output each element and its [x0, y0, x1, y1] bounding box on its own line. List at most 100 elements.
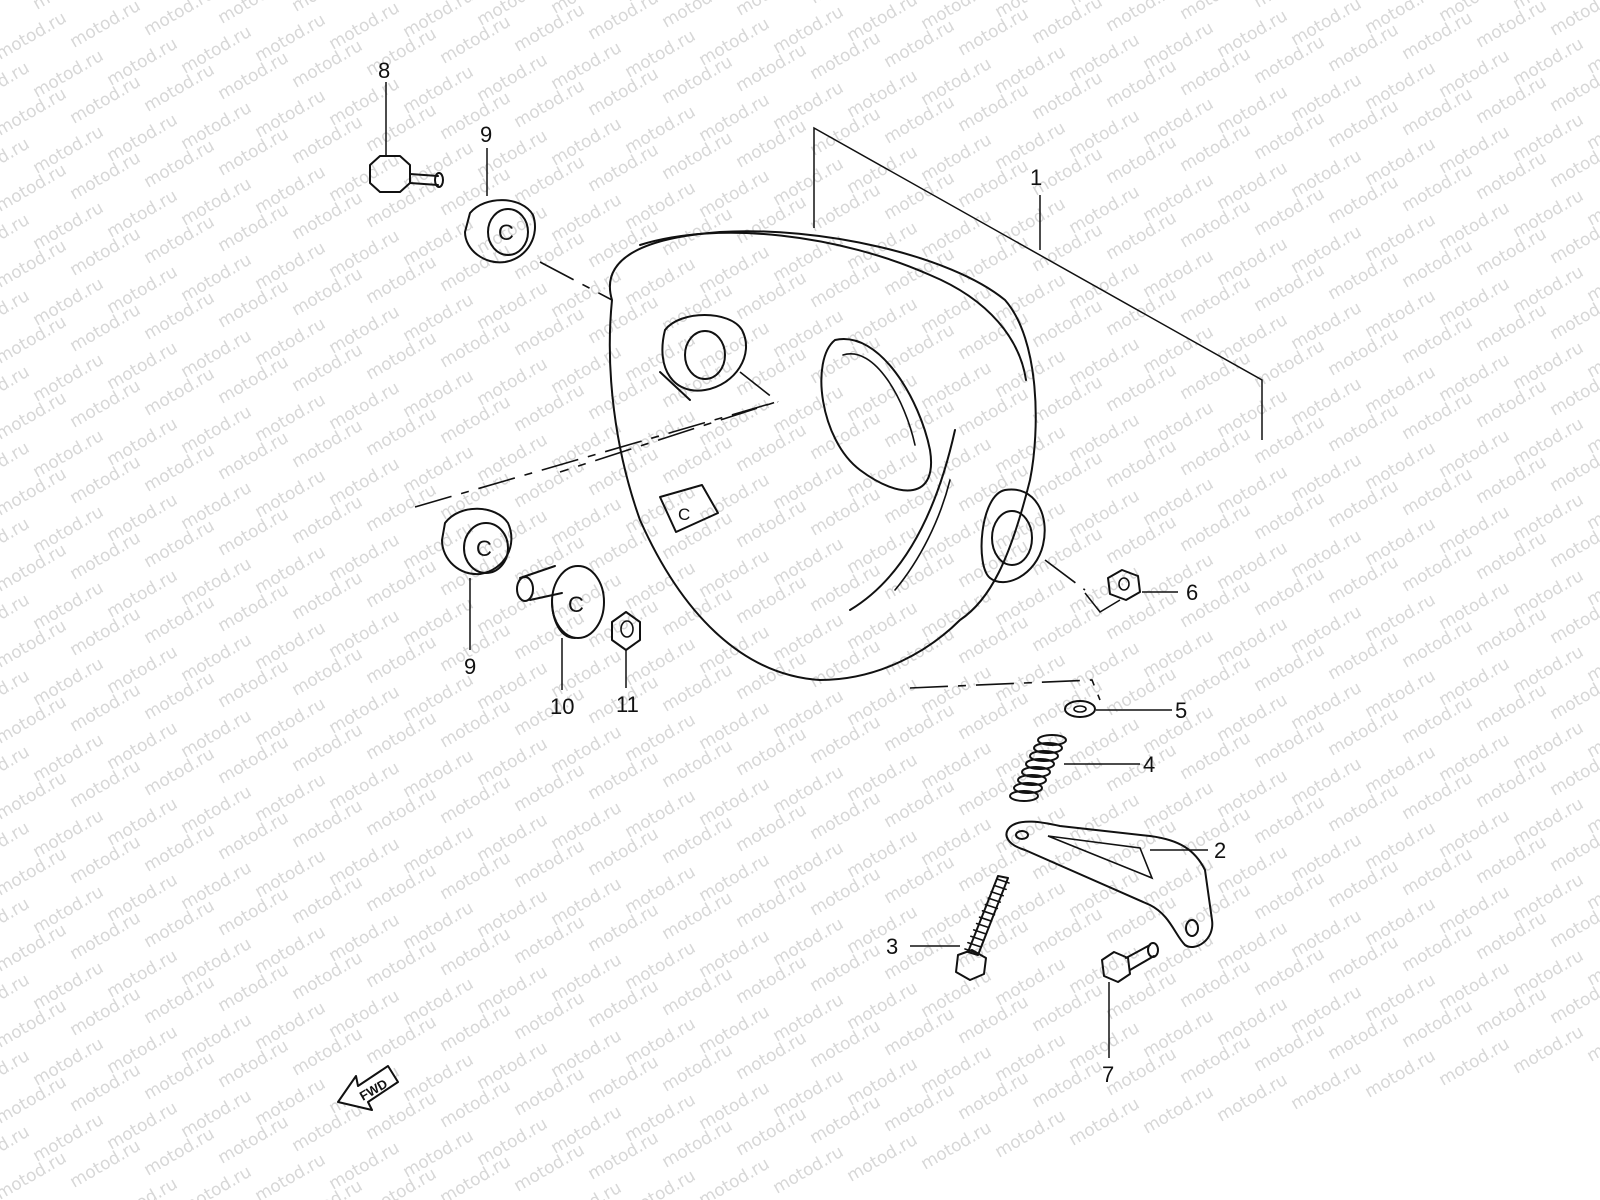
watermark-text: motod.ru	[1325, 96, 1403, 152]
watermark-text: motod.ru	[1473, 300, 1551, 356]
bolt-8	[369, 82, 444, 193]
watermark-text: motod.ru	[1103, 512, 1181, 568]
watermark-text: motod.ru	[252, 1150, 330, 1200]
watermark-text: motod.ru	[807, 484, 885, 540]
watermark-text: motod.ru	[585, 292, 663, 348]
watermark-text: motod.ru	[363, 24, 441, 80]
watermark-text: motod.ru	[67, 0, 145, 52]
callout-2: 2	[1214, 838, 1226, 863]
watermark-text: motod.ru	[289, 340, 367, 396]
watermark-text: motod.ru	[881, 92, 959, 148]
watermark-text: motod.ru	[1251, 108, 1329, 164]
watermark-text: motod.ru	[955, 156, 1033, 212]
watermark-text: motod.ru	[1251, 32, 1329, 88]
watermark-text: motod.ru	[215, 808, 293, 864]
watermark-text: motod.ru	[363, 632, 441, 688]
callout-10: 10	[550, 694, 574, 719]
watermark-text: motod.ru	[1473, 224, 1551, 280]
watermark-text: motod.ru	[770, 1142, 848, 1198]
watermark-text: motod.ru	[141, 136, 219, 192]
watermark-text: motod.ru	[807, 28, 885, 84]
watermark-text: motod.ru	[955, 612, 1033, 668]
watermark-text: motod.ru	[141, 820, 219, 876]
watermark-text: motod.ru	[733, 40, 811, 96]
watermark-text: motod.ru	[1399, 160, 1477, 216]
assembly-guides	[414, 371, 1121, 701]
watermark-text: motod.ru	[67, 148, 145, 204]
spacer-10: C	[516, 565, 605, 690]
watermark-text: motod.ru	[1066, 1094, 1144, 1150]
watermark-text: motod.ru	[733, 344, 811, 400]
watermark-text: motod.ru	[733, 0, 811, 20]
watermark-text: motod.ru	[585, 1052, 663, 1108]
watermark-text: motod.ru	[363, 1012, 441, 1068]
watermark-text: motod.ru	[1325, 400, 1403, 456]
watermark-text: motod.ru	[363, 784, 441, 840]
watermark-text: motod.ru	[1325, 780, 1403, 836]
watermark-text: motod.ru	[67, 680, 145, 736]
watermark-text: motod.ru	[696, 1154, 774, 1200]
callout-11: 11	[616, 692, 639, 717]
watermark-text: motod.ru	[1473, 908, 1551, 964]
watermark-text: motod.ru	[1251, 868, 1329, 924]
watermark-text: motod.ru	[585, 444, 663, 500]
watermark-text: motod.ru	[511, 0, 589, 56]
watermark-text: motod.ru	[659, 812, 737, 868]
watermark-text: motod.ru	[659, 736, 737, 792]
watermark-text: motod.ru	[881, 1080, 959, 1136]
watermark-text: motod.ru	[585, 748, 663, 804]
callout-1-frame	[813, 126, 1263, 440]
watermark-text: motod.ru	[1547, 0, 1600, 40]
nut-11	[611, 611, 641, 688]
watermark-text: motod.ru	[548, 1178, 626, 1200]
watermark-text: motod.ru	[1436, 1034, 1514, 1090]
watermark-text: motod.ru	[807, 560, 885, 616]
housing-tab-mark: C	[678, 505, 690, 524]
watermark-text: motod.ru	[437, 772, 515, 828]
callout-3: 3	[886, 934, 898, 959]
watermark-text: motod.ru	[363, 0, 441, 4]
watermark-text: motod.ru	[141, 0, 219, 40]
watermark-text: motod.ru	[511, 456, 589, 512]
callout-6: 6	[1186, 580, 1198, 605]
watermark-text: motod.ru	[659, 1040, 737, 1096]
watermark-text: motod.ru	[1325, 552, 1403, 608]
watermark-text: motod.ru	[807, 104, 885, 160]
watermark-text: motod.ru	[289, 644, 367, 700]
watermark-text: motod.ru	[141, 364, 219, 420]
watermark-text: motod.ru	[1473, 604, 1551, 660]
watermark-text: motod.ru	[1103, 968, 1181, 1024]
watermark-text: motod.ru	[1029, 372, 1107, 428]
watermark-text: motod.ru	[289, 0, 367, 16]
watermark-text: motod.ru	[1177, 424, 1255, 480]
watermark-text: motod.ru	[289, 796, 367, 852]
watermark-text: motod.ru	[1325, 1008, 1403, 1064]
watermark-text: motod.ru	[1177, 652, 1255, 708]
watermark-text: motod.ru	[659, 0, 737, 32]
watermark-text: motod.ru	[104, 0, 182, 2]
watermark-text: motod.ru	[1473, 72, 1551, 128]
watermark-text: motod.ru	[141, 668, 219, 724]
watermark-text: motod.ru	[141, 744, 219, 800]
watermark-text: motod.ru	[215, 200, 293, 256]
watermark-text: motod.ru	[659, 128, 737, 184]
watermark-text: motod.ru	[807, 1092, 885, 1148]
watermark-text: motod.ru	[585, 596, 663, 652]
watermark-text: motod.ru	[807, 0, 885, 8]
bolt-7	[1101, 942, 1159, 1058]
watermark-text: motod.ru	[67, 224, 145, 280]
watermark-text: motod.ru	[955, 384, 1033, 440]
spacer-mark: C	[568, 592, 584, 617]
watermark-text: motod.ru	[363, 328, 441, 384]
watermark-text: motod.ru	[1473, 452, 1551, 508]
watermark-text: motod.ru	[807, 712, 885, 768]
callout-4: 4	[1143, 752, 1155, 777]
watermark-text: motod.ru	[363, 100, 441, 156]
spring-coil	[1009, 790, 1039, 802]
watermark-text: motod.ru	[289, 492, 367, 548]
watermark-text: motod.ru	[141, 60, 219, 116]
watermark-text: motod.ru	[1399, 692, 1477, 748]
watermark-text: motod.ru	[1584, 0, 1600, 2]
watermark-text: motod.ru	[1251, 1020, 1329, 1076]
watermark-text: motod.ru	[1325, 172, 1403, 228]
